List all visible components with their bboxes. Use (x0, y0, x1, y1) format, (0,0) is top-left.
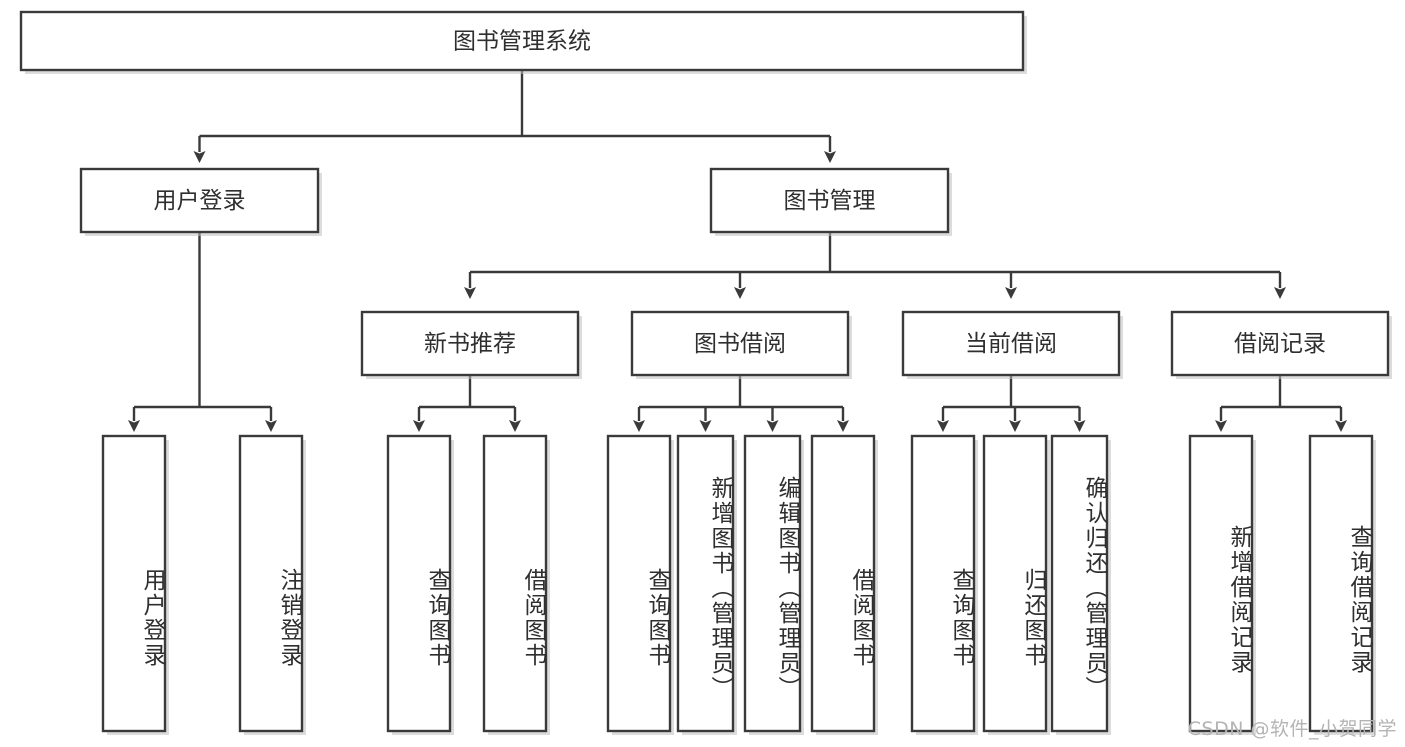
node-leaf-query-book-borrow[interactable] (606, 434, 674, 735)
node-leaf-user-logout[interactable] (238, 434, 306, 735)
node-leaf-query-book-rec-box[interactable] (386, 434, 452, 733)
node-leaf-add-book-box[interactable] (676, 434, 735, 733)
node-leaf-user-login[interactable] (101, 434, 169, 735)
node-leaf-user-login-box[interactable] (101, 434, 167, 733)
node-leaf-edit-book-box[interactable] (743, 434, 802, 733)
node-user-login-label: 用户登录 (154, 188, 246, 214)
node-leaf-borrow-book[interactable] (810, 434, 878, 735)
node-leaf-add-borrow-record-box[interactable] (1188, 434, 1254, 733)
node-leaf-borrow-book-box[interactable] (810, 434, 876, 733)
node-current-borrow-label: 当前借阅 (965, 331, 1057, 357)
node-leaf-query-book-cur[interactable] (910, 434, 978, 735)
node-leaf-user-logout-box[interactable] (238, 434, 304, 733)
node-root-box[interactable] (19, 10, 1025, 72)
node-book-borrow-label: 图书借阅 (694, 331, 786, 357)
node-root-label: 图书管理系统 (453, 29, 591, 55)
leaf-box-layer (101, 434, 1376, 735)
node-leaf-query-borrow-record-box[interactable] (1308, 434, 1374, 733)
node-new-book-recommend-label: 新书推荐 (424, 331, 516, 357)
node-leaf-add-book[interactable] (676, 434, 737, 735)
node-book-borrow[interactable]: 图书借阅 (630, 310, 852, 379)
node-user-login-box[interactable] (79, 167, 320, 234)
node-leaf-query-book-rec[interactable] (386, 434, 454, 735)
node-book-management-box[interactable] (709, 167, 950, 234)
node-current-borrow-box[interactable] (901, 310, 1121, 377)
node-leaf-query-book-cur-box[interactable] (910, 434, 976, 733)
node-leaf-add-borrow-record[interactable] (1188, 434, 1256, 735)
node-new-book-recommend-box[interactable] (360, 310, 580, 377)
node-book-borrow-box[interactable] (630, 310, 850, 377)
node-leaf-confirm-return[interactable] (1050, 434, 1111, 735)
node-current-borrow[interactable]: 当前借阅 (901, 310, 1123, 379)
node-leaf-query-borrow-record[interactable] (1308, 434, 1376, 735)
node-book-management[interactable]: 图书管理 (709, 167, 952, 236)
node-borrow-record[interactable]: 借阅记录 (1170, 310, 1392, 379)
node-leaf-return-book[interactable] (982, 434, 1050, 735)
node-user-login[interactable]: 用户登录 (79, 167, 322, 236)
node-leaf-borrow-book-rec-box[interactable] (482, 434, 548, 733)
node-root[interactable]: 图书管理系统 (19, 10, 1027, 74)
csdn-watermark: CSDN @软件_小贺同学 (1187, 718, 1397, 740)
node-leaf-borrow-book-rec[interactable] (482, 434, 550, 735)
connector-layer (128, 70, 1347, 432)
node-borrow-record-box[interactable] (1170, 310, 1390, 377)
node-leaf-edit-book[interactable] (743, 434, 804, 735)
node-leaf-confirm-return-box[interactable] (1050, 434, 1109, 733)
node-leaf-query-book-borrow-box[interactable] (606, 434, 672, 733)
node-new-book-recommend[interactable]: 新书推荐 (360, 310, 582, 379)
node-borrow-record-label: 借阅记录 (1234, 331, 1326, 357)
node-layer: 图书管理系统 用户登录 图书管理 新书推荐 (19, 10, 1392, 735)
node-book-management-label: 图书管理 (784, 188, 876, 214)
node-leaf-return-book-box[interactable] (982, 434, 1048, 733)
